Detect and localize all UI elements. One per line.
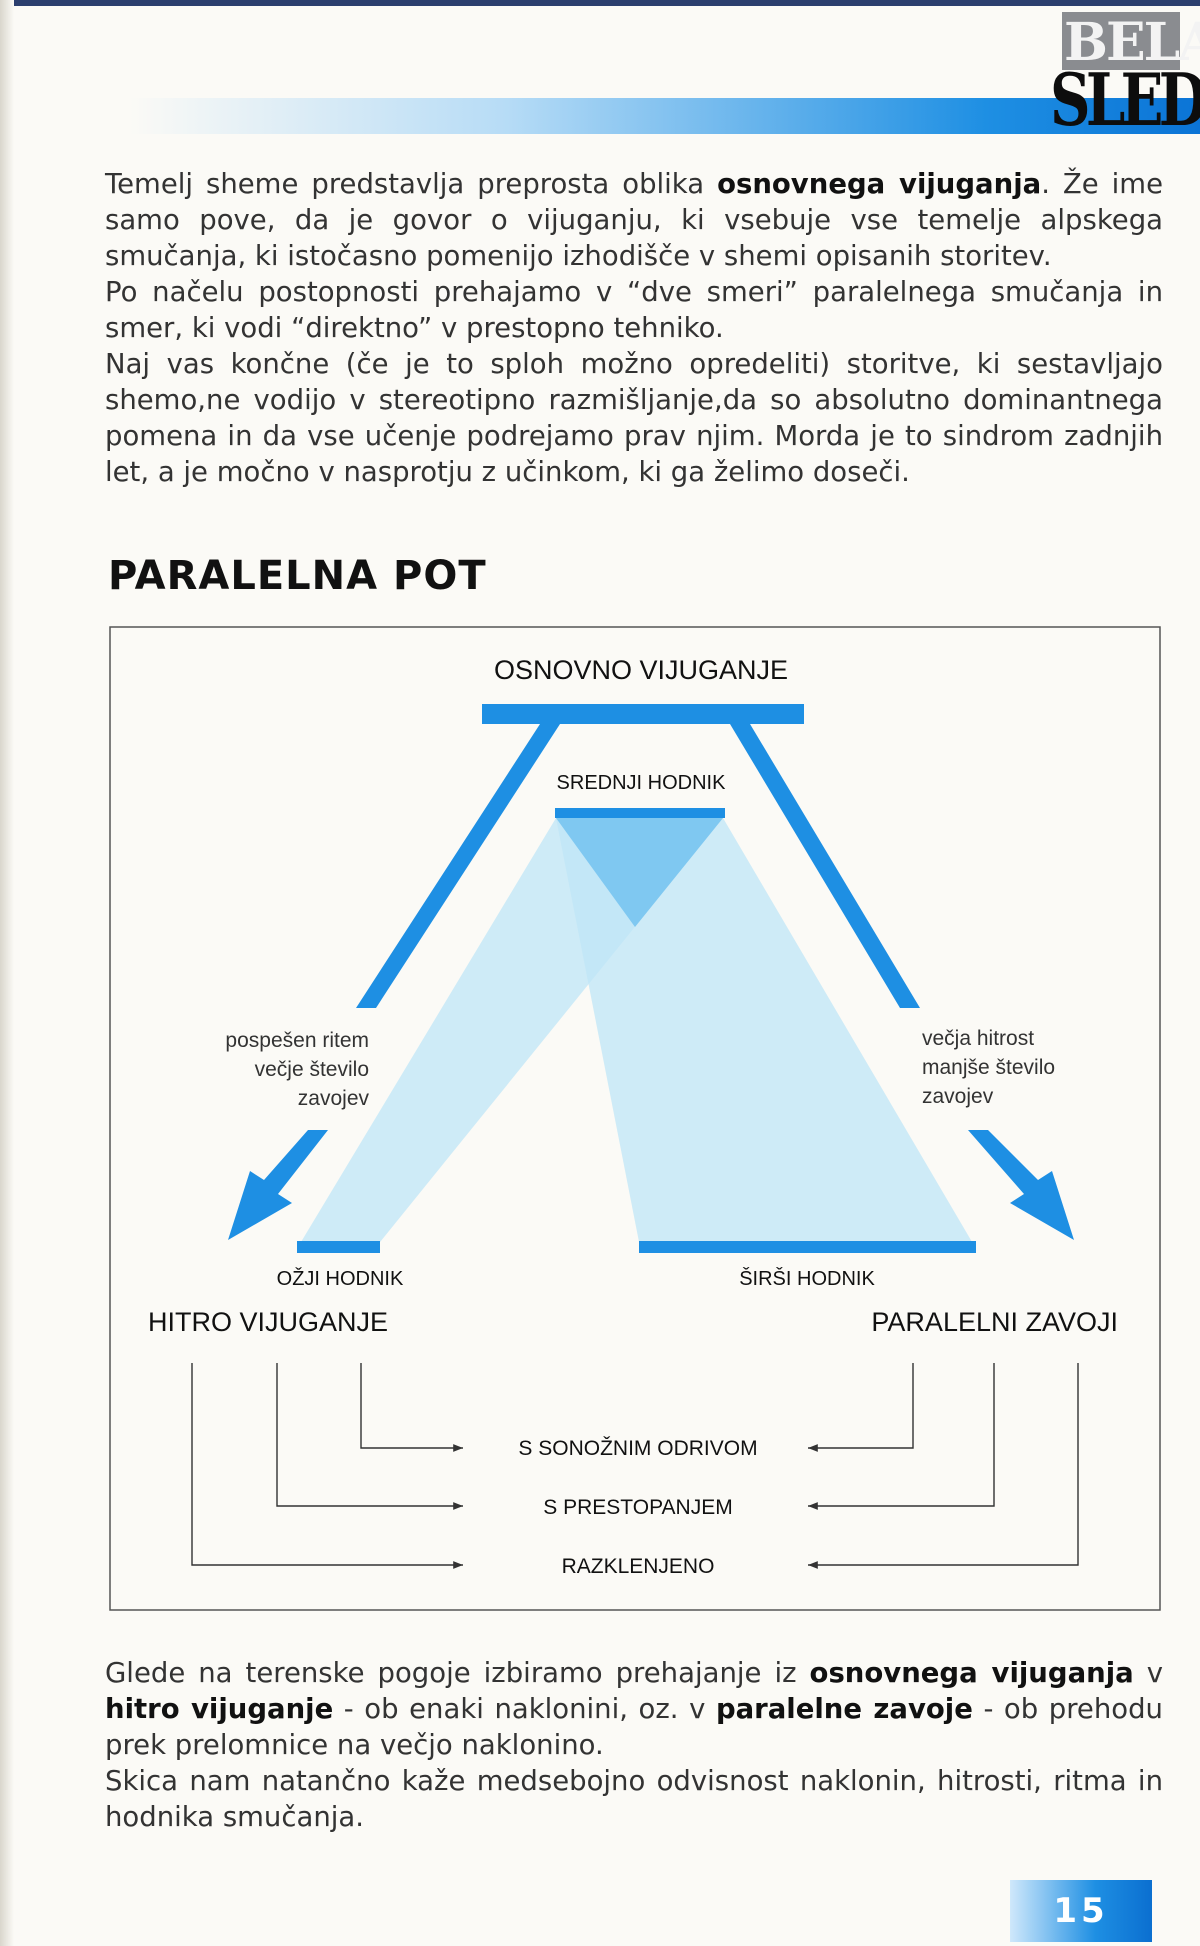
- section-title: PARALELNA POT: [108, 553, 487, 599]
- outro-bold-a6: paralelne zavoje: [715, 1693, 973, 1725]
- outro-bold-a2: osnovnega vijuganja: [809, 1657, 1134, 1689]
- hitro-vijuganje-title: HITRO VIJUGANJE: [148, 1307, 388, 1337]
- paralelna-pot-diagram: OSNOVNO VIJUGANJE SREDNJI HODNIK pospeše…: [109, 626, 1161, 1611]
- page-binding-shadow: [0, 0, 14, 1946]
- outro-text: Glede na terenske pogoje izbiramo prehaj…: [105, 1655, 1163, 1835]
- paralelni-zavoji-title: PARALELNI ZAVOJI: [871, 1307, 1118, 1337]
- ozji-hodnik-label: OŽJI HODNIK: [277, 1267, 404, 1290]
- osnovno-vijuganje-label: OSNOVNO VIJUGANJE: [494, 655, 788, 685]
- bela-sled-logo: BELA SLED: [1050, 12, 1200, 140]
- right-connector-1: [808, 1363, 914, 1452]
- wide-corridor-fill: [556, 818, 975, 1247]
- right-note-line-3: zavojev: [922, 1085, 994, 1108]
- right-note-line-2: manjše število: [922, 1056, 1055, 1079]
- outro-text-a5: - ob enaki naklonini, oz. v: [333, 1693, 716, 1725]
- left-connector-1: [360, 1363, 463, 1452]
- target-prestopanjem: S PRESTOPANJEM: [543, 1496, 732, 1519]
- left-note-line-2: večje število: [255, 1058, 369, 1081]
- target-razklenjeno: RAZKLENJENO: [562, 1555, 715, 1578]
- logo-top-text: BELA: [1064, 12, 1200, 73]
- right-connector-3: [808, 1363, 1079, 1569]
- header-gradient-band: [130, 98, 1200, 134]
- srednji-hodnik-label: SREDNJI HODNIK: [557, 772, 727, 794]
- intro-p1-bold: osnovnega vijuganja: [717, 168, 1042, 200]
- intro-paragraph-2: Po načelu postopnosti prehajamo v “dve s…: [105, 276, 1163, 344]
- intro-paragraph-3: Naj vas končne (če je to sploh možno opr…: [105, 348, 1163, 488]
- outro-bold-a4: hitro vijuganje: [105, 1693, 334, 1725]
- outro-text-a3: v: [1133, 1657, 1163, 1689]
- diagram-frame: [109, 626, 1161, 1611]
- outro-paragraph-2: Skica nam natančno kaže medsebojno odvis…: [105, 1765, 1163, 1833]
- outro-paragraph-1: Glede na terenske pogoje izbiramo prehaj…: [105, 1655, 1163, 1763]
- left-note-line-1: pospešen ritem: [225, 1029, 369, 1052]
- page-number: 15: [1010, 1880, 1152, 1942]
- top-edge-strip: [0, 0, 1200, 6]
- sirsi-hodnik-bar: [639, 1241, 976, 1253]
- right-down-arrow: [968, 1130, 1074, 1240]
- intro-text: Temelj sheme predstavlja preprosta oblik…: [105, 166, 1163, 490]
- logo-bottom-text: SLED: [1050, 57, 1200, 142]
- intro-paragraph-1: Temelj sheme predstavlja preprosta oblik…: [105, 166, 1163, 274]
- intro-p1-text-c: . Že ime samo pove, da je govor o vijuga…: [105, 168, 1163, 272]
- right-diagonal-line: [730, 724, 920, 1008]
- intro-p1-text-a: Temelj sheme predstavlja preprosta oblik…: [105, 168, 718, 200]
- right-connector-2: [808, 1363, 995, 1510]
- target-sonoznim-odrivom: S SONOŽNIM ODRIVOM: [518, 1437, 757, 1460]
- ozji-hodnik-bar: [297, 1241, 380, 1253]
- left-connector-3: [191, 1363, 463, 1569]
- right-note-line-1: večja hitrost: [922, 1027, 1034, 1050]
- srednji-hodnik-bar: [555, 808, 725, 818]
- left-note-line-3: zavojev: [298, 1087, 370, 1110]
- sirsi-hodnik-label: ŠIRŠI HODNIK: [739, 1267, 875, 1290]
- left-diagonal-line: [356, 724, 560, 1008]
- osnovno-vijuganje-bar: [482, 704, 804, 724]
- left-connector-2: [276, 1363, 463, 1510]
- corridor-overlap-fill: [556, 818, 723, 927]
- left-down-arrow: [228, 1130, 328, 1240]
- logo-box: [1062, 12, 1180, 70]
- outro-text-a1: Glede na terenske pogoje izbiramo prehaj…: [105, 1657, 810, 1689]
- outro-text-a7: - ob prehodu prek prelomnice na večjo na…: [105, 1693, 1163, 1761]
